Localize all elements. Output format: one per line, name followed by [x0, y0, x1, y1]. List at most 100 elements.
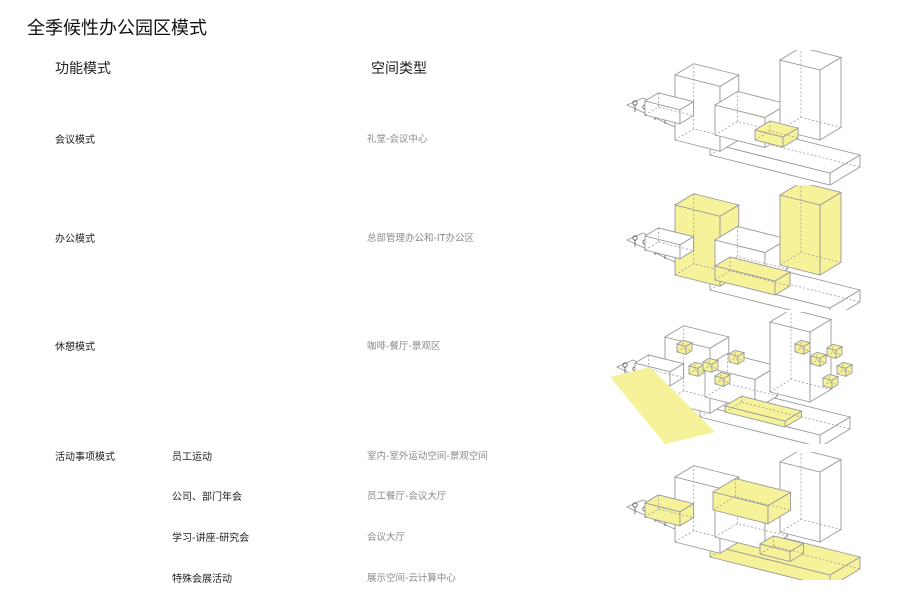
diagram-rest-cafe-cube-0-hidden-edge [676, 347, 693, 353]
diagram-meeting-right-tower-top-face [778, 50, 843, 71]
diagram-meeting-auditorium-highlight-top-face [753, 120, 800, 138]
diagram-rest-terrace-highlight-hidden-edge [724, 401, 802, 418]
activity-space-2: 员工餐厅-会议大厅 [367, 491, 447, 502]
diagram-activity-right-tower-hidden-edge [779, 518, 842, 533]
diagram-activity-exhibit-highlight-top-face [758, 535, 805, 552]
diagram-rest-cafe-cube-5-top-face [809, 351, 828, 359]
diagram-rest-cafe-cube-0 [675, 339, 694, 356]
diagram-rest-cafe-cube-6-top-face [825, 343, 844, 351]
activity-sub-2: 公司、部门年会 [172, 492, 242, 503]
activity-space-3: 会议大厅 [367, 532, 406, 543]
building-diagram-meeting [625, 50, 862, 186]
diagram-rest-terrace-highlight [723, 395, 803, 428]
diagram-rest-cafe-cube-8-top-face [821, 373, 840, 381]
diagram-rest-landscape-highlight [610, 367, 715, 444]
diagram-activity-right-tower [778, 452, 843, 543]
diagram-rest-right-tower-front-face [769, 321, 811, 403]
diagram-meeting-site-tree-0-crown [632, 100, 638, 106]
diagram-rest-site-tree-0-crown [622, 362, 628, 368]
diagram-rest-cafe-cube-3 [713, 371, 732, 388]
diagram-office-right-tower-front-face [779, 194, 821, 276]
activity-space-1: 室内-室外运动空间-景观空间 [367, 451, 488, 462]
diagram-office-small-block [643, 227, 695, 260]
diagram-rest-cafe-cube-1 [687, 361, 706, 378]
activity-sub-4: 特殊会展活动 [172, 574, 232, 585]
diagram-activity-center-block-hidden-edge [714, 523, 788, 538]
function-mode-header: 功能模式 [55, 61, 111, 77]
diagram-rest-cafe-cube-4-top-face [793, 339, 812, 347]
diagram-activity-hall-highlight-top-face [711, 478, 792, 507]
diagram-rest-cafe-cube-2-top-face [701, 357, 720, 365]
space-meeting: 礼堂-会议中心 [367, 134, 428, 145]
mode-meeting: 会议模式 [55, 135, 95, 146]
diagram-office-right-tower-side-face [819, 191, 842, 276]
diagram-meeting-auditorium-highlight [753, 120, 800, 148]
activity-space-4: 展示空间-云计算中心 [367, 573, 456, 584]
diagram-meeting-right-tower-side-face [819, 56, 842, 141]
diagram-rest-cafe-cube-4-hidden-edge [794, 347, 811, 353]
diagram-meeting-left-tower-top-face [673, 63, 740, 87]
diagram-rest-cafe-cube-8 [821, 373, 840, 390]
diagram-activity-site-tree-0-crown [632, 502, 638, 508]
diagram-activity-right-tower-top-face [778, 452, 843, 473]
diagram-activity-small-block-top-face [643, 494, 695, 513]
diagram-activity-small-block [643, 494, 695, 527]
diagram-rest-ground-slab-hidden-edge [699, 398, 851, 430]
diagram-activity-ground-slab-hidden-edge [709, 538, 861, 570]
diagram-rest-left-tower-top-face [663, 325, 730, 349]
diagram-meeting-small-block [643, 92, 695, 125]
diagram-rest-cafe-cube-7-top-face [835, 361, 854, 369]
building-diagram-office [625, 185, 862, 310]
diagram-office-left-tower-top-face [673, 193, 740, 217]
diagram-office-small-block-top-face [643, 227, 695, 246]
diagram-rest-cafe-cube-6 [825, 343, 844, 360]
diagram-rest-cafe-cube-2-hidden-edge [702, 365, 719, 371]
diagram-activity-site-tree-0 [632, 502, 638, 514]
diagram-activity-small-block-hidden-edge [644, 508, 694, 519]
diagram-rest-cafe-cube-3-hidden-edge [714, 379, 731, 385]
space-office: 总部管理办公和-IT办公区 [367, 233, 475, 244]
diagram-office-right-tower [778, 185, 843, 276]
diagram-rest-cafe-cube-9-hidden-edge [728, 357, 745, 363]
diagram-office-site-tree-0-crown [632, 235, 638, 241]
diagram-rest-cafe-cube-9 [727, 349, 746, 366]
mode-activity: 活动事项模式 [55, 452, 115, 463]
diagram-office-office-base-highlight-top-face [713, 256, 792, 282]
mode-office: 办公模式 [55, 234, 95, 245]
diagram-office-office-base-highlight [713, 256, 792, 296]
space-rest: 咖啡-餐厅-景观区 [367, 341, 441, 352]
diagram-activity-right-tower-side-face [819, 458, 842, 543]
diagram-activity-hall-highlight-hidden-edge [712, 496, 791, 511]
diagram-meeting-small-block-hidden-edge [644, 106, 694, 117]
diagram-activity-exhibit-highlight [758, 535, 805, 563]
diagram-meeting-site-tree-0 [632, 100, 638, 112]
diagram-rest-cafe-cube-0-top-face [675, 339, 694, 347]
diagram-rest-site-tree-0 [622, 362, 628, 374]
diagram-rest-cafe-cube-5 [809, 351, 828, 368]
mode-rest: 休憩模式 [55, 342, 95, 353]
activity-sub-3: 学习-讲座-研究会 [172, 533, 250, 544]
building-diagram-rest [610, 312, 854, 444]
diagram-activity-exhibit-highlight-hidden-edge [759, 545, 804, 555]
diagram-rest-small-block-top-face [633, 354, 685, 373]
diagram-rest-cafe-cube-1-hidden-edge [688, 369, 705, 375]
diagram-office-small-block-hidden-edge [644, 241, 694, 252]
diagram-meeting-ground-slab-hidden-edge [709, 136, 861, 168]
diagram-rest-center-block-hidden-edge [704, 383, 778, 398]
space-type-header: 空间类型 [371, 61, 427, 77]
diagram-rest-cafe-cube-5-hidden-edge [810, 359, 827, 365]
building-diagram-activity [625, 452, 862, 580]
diagram-activity-hall-highlight [711, 478, 792, 525]
diagram-rest-cafe-cube-8-hidden-edge [822, 381, 839, 387]
diagram-rest-cafe-cube-7 [835, 361, 854, 378]
diagram-office-site-tree-0 [632, 235, 638, 247]
page-title: 全季候性办公园区模式 [27, 18, 207, 39]
diagram-activity-left-tower-top-face [673, 465, 740, 489]
diagram-rest-terrace-highlight-top-face [723, 395, 803, 422]
diagram-rest-cafe-cube-6-hidden-edge [826, 351, 843, 357]
diagram-rest-cafe-cube-7-hidden-edge [836, 369, 853, 375]
diagram-rest-cafe-cube-3-top-face [713, 371, 732, 379]
diagram-rest-cafe-cube-9-top-face [727, 349, 746, 357]
diagram-rest-cafe-cube-2 [701, 357, 720, 374]
diagram-office-right-tower-top-face [778, 185, 843, 206]
